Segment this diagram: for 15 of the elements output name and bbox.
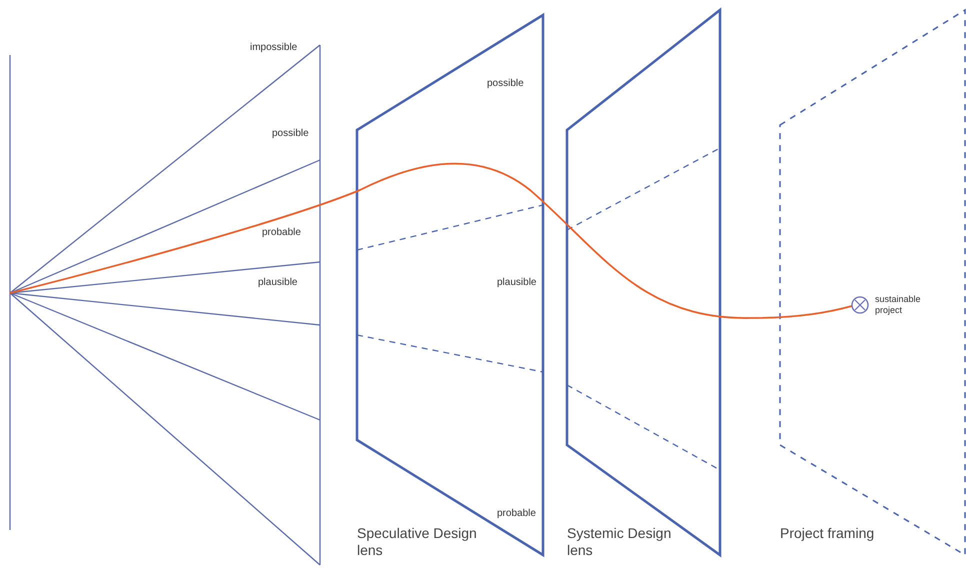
trajectory-curve bbox=[10, 162, 852, 319]
lens-plane bbox=[780, 10, 965, 555]
cone-label: plausible bbox=[258, 277, 298, 288]
cone-label: possible bbox=[272, 128, 309, 139]
scenario-label: plausible bbox=[497, 277, 536, 288]
lens-title: Project framing bbox=[780, 525, 876, 542]
scenario-label: possible bbox=[487, 78, 524, 89]
lens-title: Systemic Design lens bbox=[567, 525, 672, 559]
cone-label: impossible bbox=[250, 42, 298, 53]
lens-plane bbox=[357, 15, 543, 555]
lens-title: Speculative Design lens bbox=[357, 525, 477, 559]
lens-plane bbox=[567, 10, 720, 555]
cone-label: probable bbox=[262, 227, 301, 238]
target-caption: sustainable project bbox=[875, 294, 922, 316]
scenario-label: probable bbox=[497, 508, 536, 519]
